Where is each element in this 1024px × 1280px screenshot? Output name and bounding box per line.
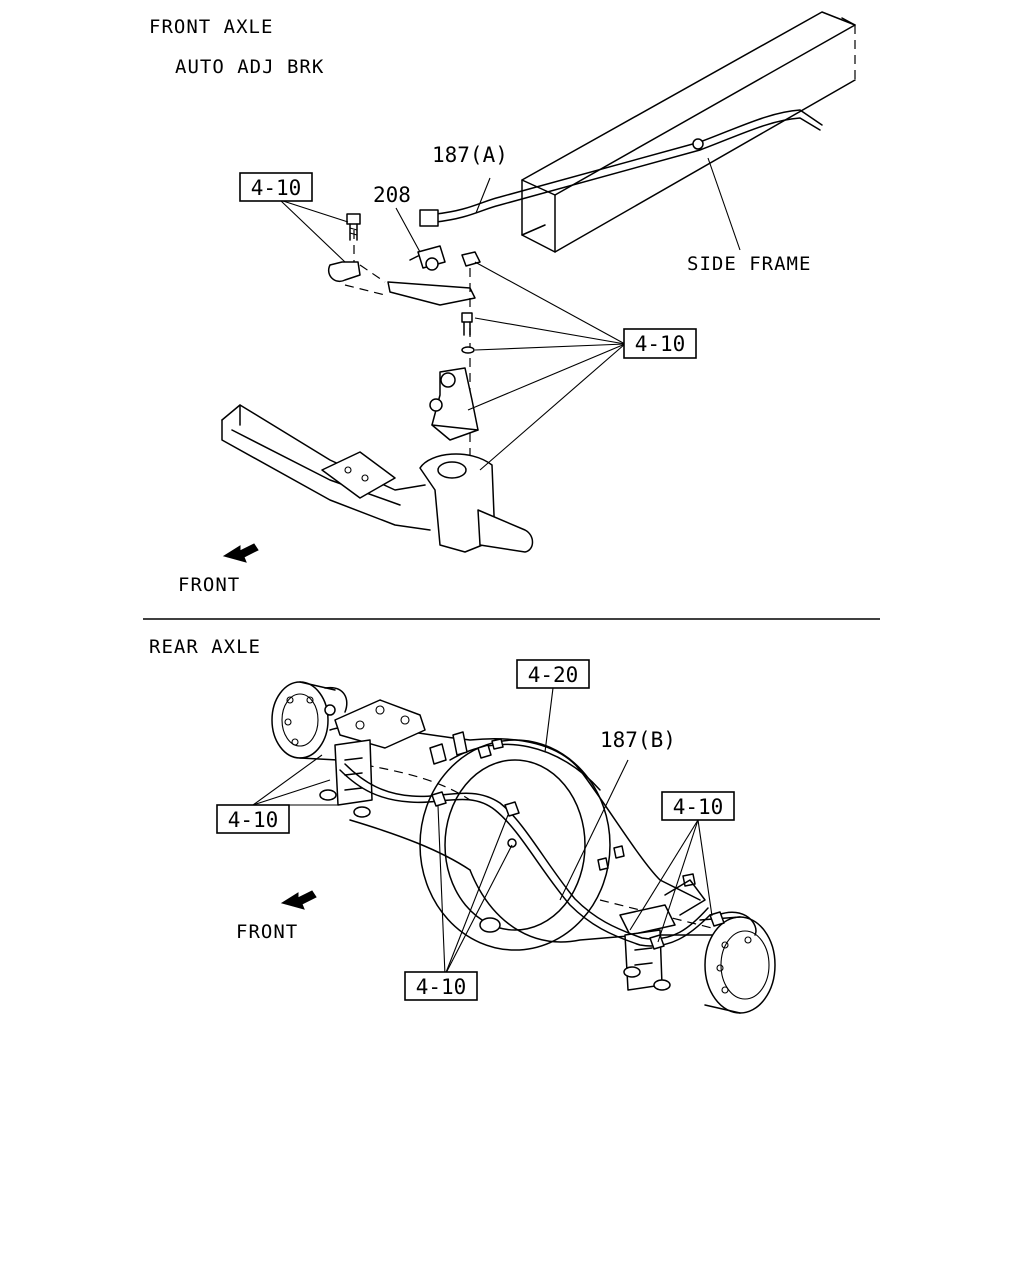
rear-ref-box-top[interactable]: 4-20	[516, 659, 590, 689]
rear-left-spring-seat	[319, 699, 426, 818]
rear-leader-lines	[252, 687, 713, 976]
side-frame-label: SIDE FRAME	[687, 253, 811, 275]
rear-ref-top-text: 4-20	[528, 663, 579, 687]
left-clamp	[328, 261, 361, 282]
hose-a-label: 187(A)	[432, 143, 508, 167]
sensor-bracket	[344, 230, 476, 480]
rear-ref-box-bottom[interactable]: 4-10	[404, 971, 478, 1001]
front-ref-left-text: 4-10	[251, 176, 302, 200]
front-ref-box-right[interactable]: 4-10	[623, 328, 697, 359]
rear-section-title: REAR AXLE	[149, 636, 261, 658]
brake-hose-b	[339, 763, 725, 950]
rear-ref-right-text: 4-10	[673, 795, 724, 819]
front-ref-box-left[interactable]: 4-10	[239, 172, 313, 202]
right-fasteners	[461, 251, 481, 354]
hose-a-connector	[419, 209, 439, 227]
knuckle-bracket	[429, 367, 479, 441]
rear-top-fittings	[429, 731, 504, 765]
front-section-title: FRONT AXLE	[149, 16, 273, 38]
rear-right-hub	[699, 911, 776, 1014]
front-axle-beam	[221, 404, 431, 531]
side-frame-rail	[521, 11, 856, 253]
sensor-208	[409, 245, 446, 271]
front-arrow-icon	[222, 543, 259, 563]
front-subtitle: AUTO ADJ BRK	[175, 56, 324, 78]
rear-ref-box-left[interactable]: 4-10	[216, 804, 290, 834]
rear-ref-bottom-text: 4-10	[416, 975, 467, 999]
rear-ref-box-right[interactable]: 4-10	[661, 791, 735, 821]
brake-hose-a	[419, 109, 823, 227]
hose-a-clip	[692, 138, 704, 150]
front-direction-label: FRONT	[178, 574, 240, 596]
sensor-label: 208	[373, 183, 411, 207]
rear-ref-left-text: 4-10	[228, 808, 279, 832]
rear-left-hub	[271, 681, 348, 761]
rear-direction-label: FRONT	[236, 921, 298, 943]
hose-b-label: 187(B)	[600, 728, 676, 752]
front-ref-right-text: 4-10	[635, 332, 686, 356]
front-leader-lines	[279, 157, 741, 471]
rear-arrow-icon	[280, 890, 317, 910]
steering-knuckle	[419, 453, 534, 553]
left-bolt	[346, 213, 361, 241]
